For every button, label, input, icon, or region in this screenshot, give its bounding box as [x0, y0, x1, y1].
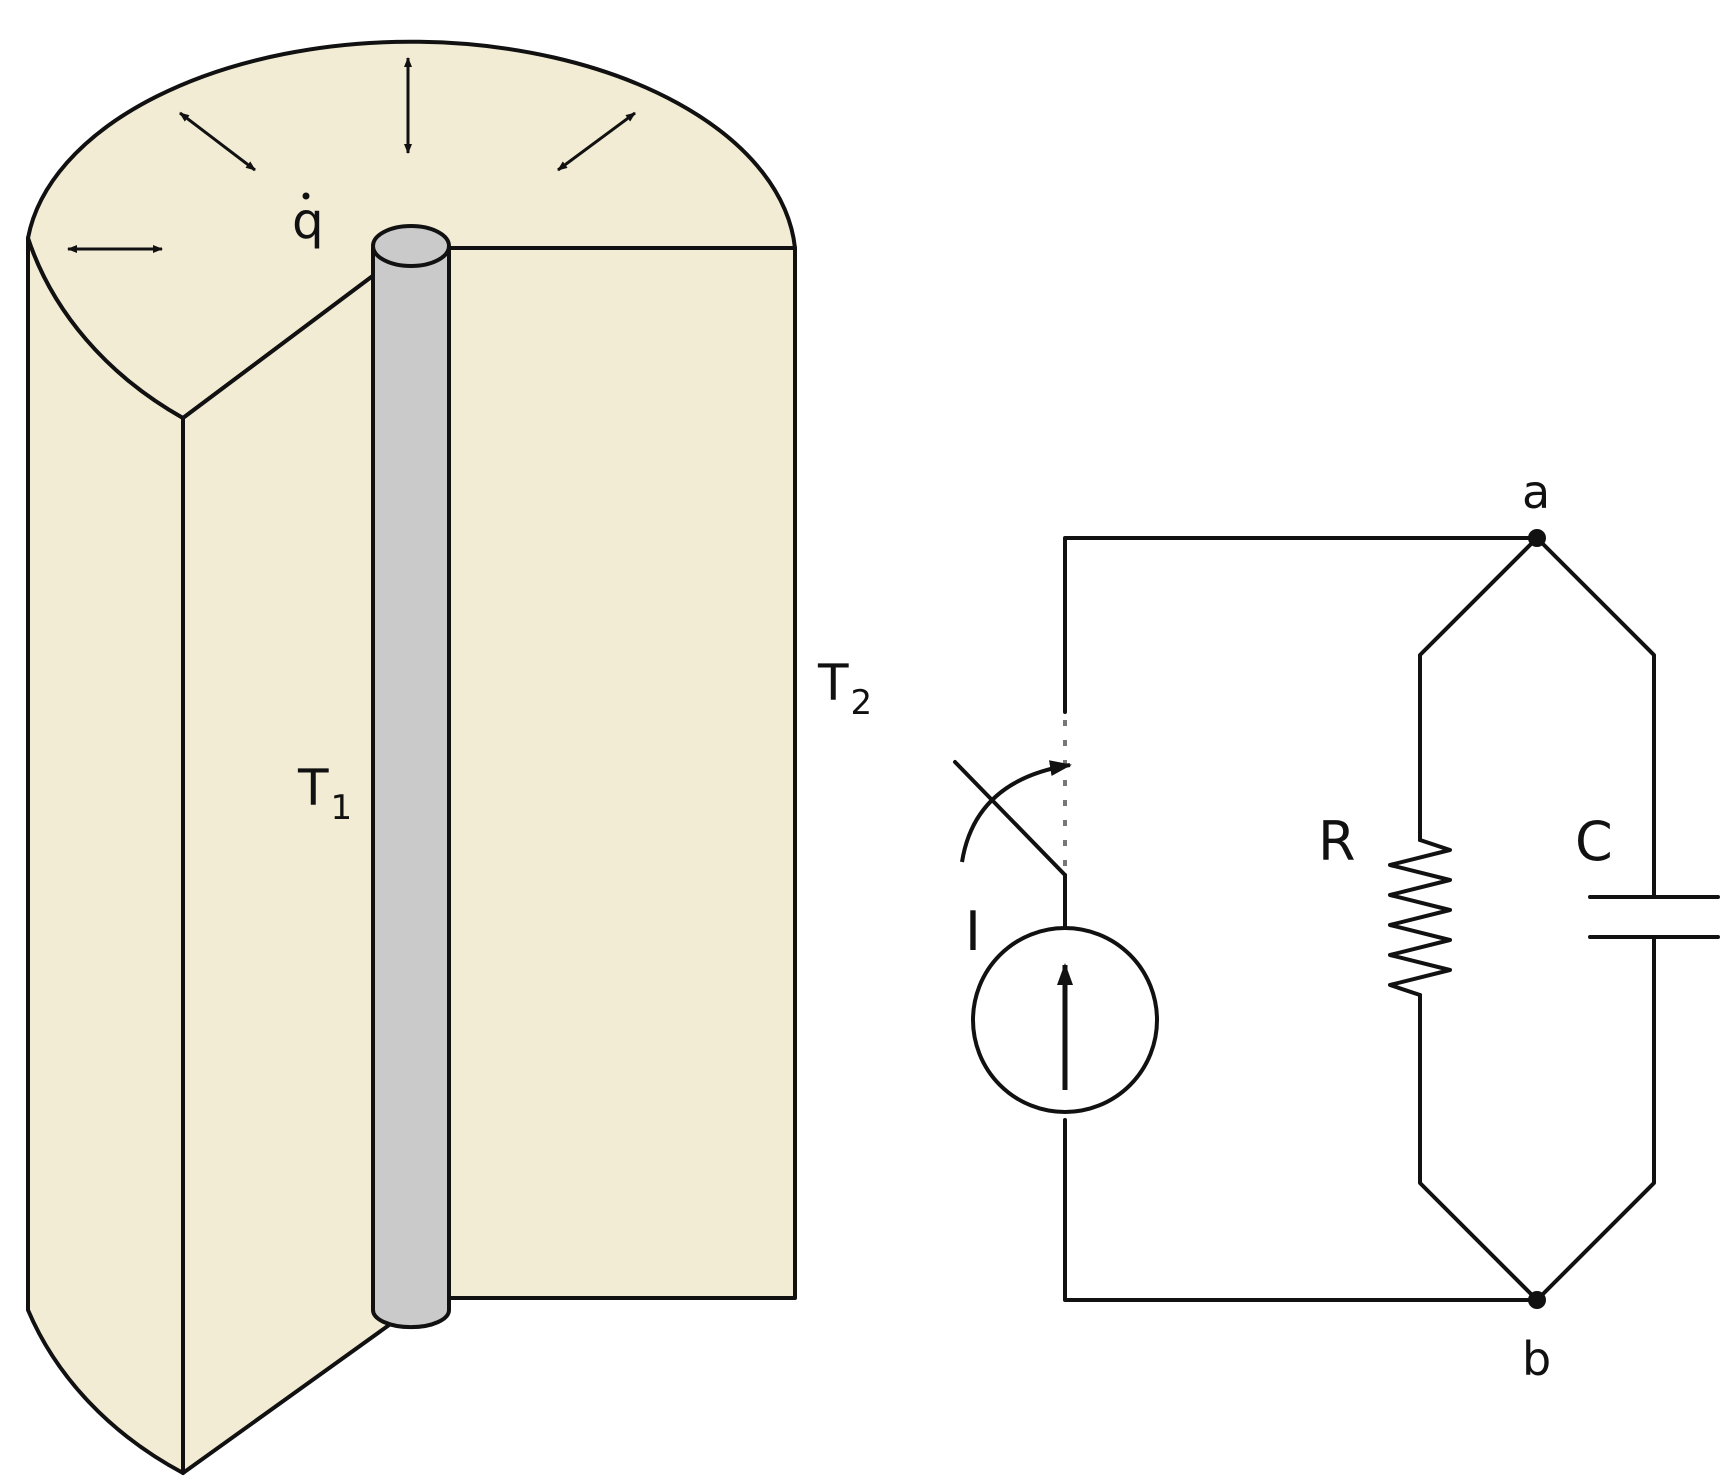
resistor-label: R — [1318, 810, 1356, 873]
resistor-branch-wire — [1418, 536, 1539, 842]
cylinder-diagram: q T1 T2 — [26, 39, 872, 1475]
node-b-label: b — [1522, 1332, 1551, 1386]
switch-blade — [953, 760, 1067, 877]
capacitor-label: C — [1575, 810, 1613, 873]
heating-wire-top — [371, 224, 451, 268]
heat-flow-arrow-upper-left — [179, 111, 256, 172]
outer-temperature-label: T2 — [817, 654, 872, 723]
heat-flow-arrow-upper-right — [557, 111, 636, 172]
resistor — [1388, 838, 1452, 997]
heat-generation-dot — [302, 192, 310, 200]
current-source-label: I — [965, 900, 981, 963]
wire-top — [1063, 536, 1539, 714]
node-a — [1528, 529, 1546, 547]
current-source — [971, 926, 1159, 1114]
circuit-diagram: I R C a b — [953, 465, 1720, 1386]
wire-bottom — [1063, 1118, 1539, 1302]
resistor-branch-wire-lower — [1418, 993, 1539, 1302]
cylinder-outer-surface — [26, 236, 185, 1475]
capacitor-branch-wire-lower — [1535, 935, 1656, 1302]
heating-wire — [371, 246, 451, 1330]
heat-generation-label: q — [292, 192, 324, 250]
cylinder-cut-face-right — [408, 246, 797, 1300]
inner-temperature-label: T1 — [297, 759, 352, 828]
node-b — [1528, 1291, 1546, 1309]
node-a-label: a — [1522, 465, 1550, 519]
capacitor-branch-wire — [1535, 536, 1656, 899]
switch-closing-arrow — [960, 760, 1072, 863]
